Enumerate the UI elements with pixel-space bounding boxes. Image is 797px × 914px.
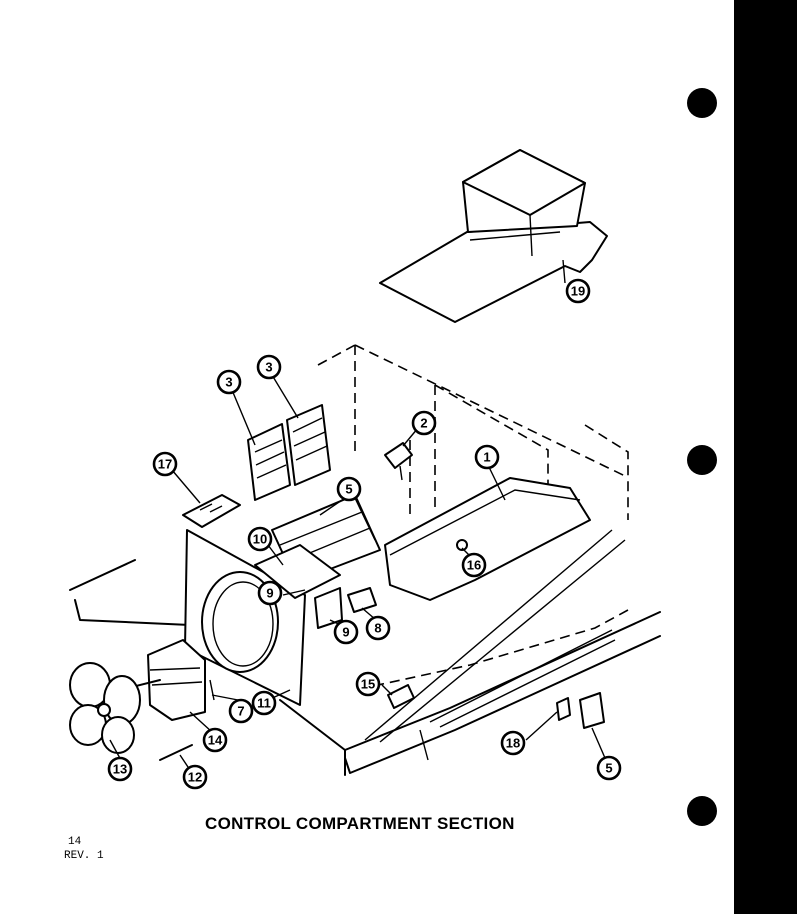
- duct-cover-plate: [379, 149, 608, 323]
- svg-text:9: 9: [266, 586, 273, 601]
- callout-9-lower: 9: [333, 619, 359, 645]
- bracket-10: [254, 544, 341, 599]
- page-number: 14: [68, 836, 82, 848]
- svg-text:5: 5: [345, 482, 352, 497]
- svg-text:17: 17: [158, 457, 172, 472]
- screw: [159, 744, 193, 761]
- svg-text:7: 7: [237, 704, 244, 719]
- svg-text:14: 14: [208, 733, 223, 748]
- svg-text:19: 19: [571, 284, 585, 299]
- clip-18: [556, 697, 571, 721]
- punch-hole-middle: [687, 445, 717, 475]
- svg-text:2: 2: [420, 416, 427, 431]
- callout-10: 10: [247, 526, 273, 552]
- callout-2: 2: [411, 410, 437, 436]
- svg-text:16: 16: [467, 558, 481, 573]
- svg-text:1: 1: [483, 450, 490, 465]
- diagram-caption: CONTROL COMPARTMENT SECTION: [205, 814, 515, 833]
- callout-3-left: 3: [216, 369, 242, 395]
- svg-text:11: 11: [257, 696, 271, 711]
- relay-left: [247, 423, 291, 501]
- callout-15: 15: [355, 671, 381, 697]
- fan-motor: [119, 639, 215, 721]
- callout-18: 18: [500, 730, 526, 756]
- callout-17: 17: [152, 451, 178, 477]
- callout-7: 7: [228, 698, 254, 724]
- callout-13: 13: [107, 756, 133, 782]
- callout-5-lower: 5: [596, 755, 622, 781]
- svg-text:18: 18: [506, 736, 520, 751]
- relay-right: [286, 404, 331, 486]
- fan-blade: [69, 662, 141, 754]
- revision-label: REV. 1: [64, 850, 104, 862]
- switch-2: [384, 442, 413, 481]
- callout-1: 1: [474, 444, 500, 470]
- connector-15: [387, 684, 429, 761]
- svg-text:5: 5: [605, 761, 612, 776]
- callout-19: 19: [565, 278, 591, 304]
- callout-12: 12: [182, 764, 208, 790]
- callout-11: 11: [251, 690, 277, 716]
- binding-strip: [734, 0, 797, 914]
- sensor-8: [347, 587, 377, 613]
- svg-text:8: 8: [374, 621, 381, 636]
- callout-14: 14: [202, 727, 228, 753]
- svg-text:12: 12: [188, 770, 202, 785]
- svg-text:10: 10: [253, 532, 267, 547]
- bracket-9: [314, 587, 343, 629]
- svg-text:15: 15: [361, 677, 375, 692]
- callout-3-right: 3: [256, 354, 282, 380]
- punch-hole-bottom: [687, 796, 717, 826]
- control-board: [384, 477, 591, 601]
- cabinet-outline: [317, 344, 629, 691]
- svg-text:13: 13: [113, 762, 127, 777]
- terminal-block: [182, 494, 241, 528]
- callout-16: 16: [461, 552, 487, 578]
- cabinet-base: [69, 529, 661, 776]
- callout-9-upper: 9: [257, 580, 283, 606]
- svg-text:3: 3: [225, 375, 232, 390]
- svg-text:9: 9: [342, 625, 349, 640]
- relay-5-small: [579, 692, 605, 729]
- punch-hole-top: [687, 88, 717, 118]
- callout-8: 8: [365, 615, 391, 641]
- callout-5-upper: 5: [336, 476, 362, 502]
- svg-text:3: 3: [265, 360, 272, 375]
